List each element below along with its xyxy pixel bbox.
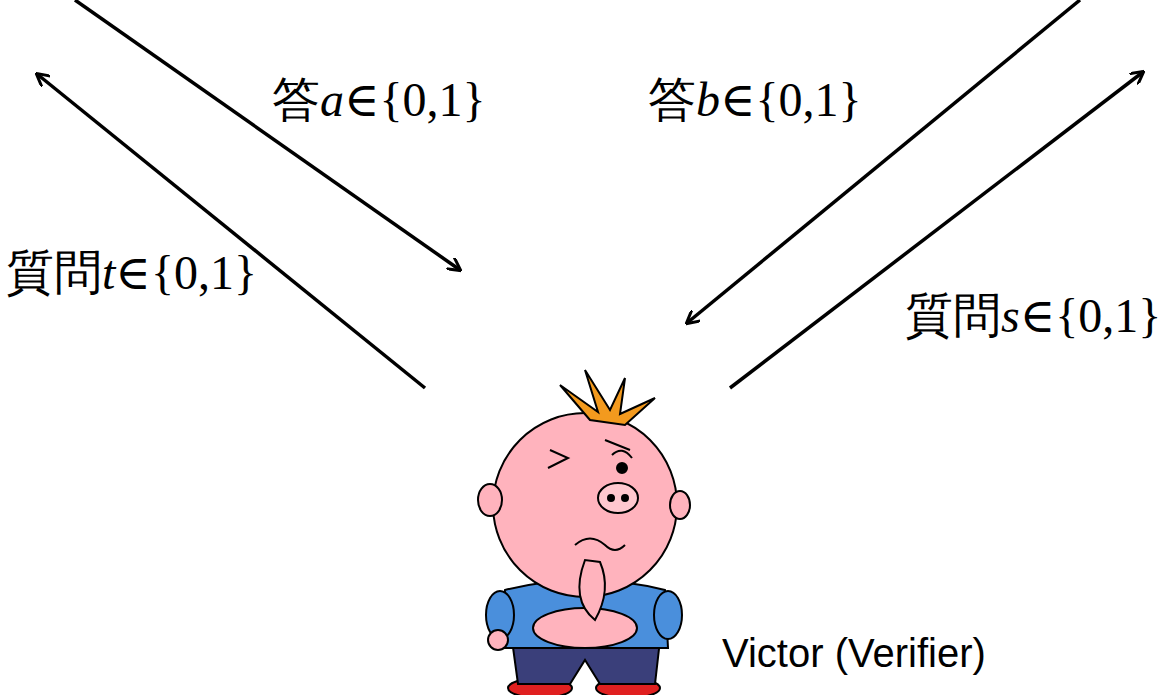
answer-label: 答a∈{0,1}	[272, 72, 486, 127]
answer-arrow	[75, 0, 460, 270]
answer-label: 答b∈{0,1}	[648, 72, 862, 127]
question-label: 質問s∈{0,1}	[905, 288, 1161, 343]
question-label: 質問t∈{0,1}	[6, 245, 257, 300]
answer-arrow	[687, 0, 1080, 323]
role-label: Victor (Verifier)	[722, 630, 986, 676]
verifier-cartoon	[478, 370, 690, 695]
